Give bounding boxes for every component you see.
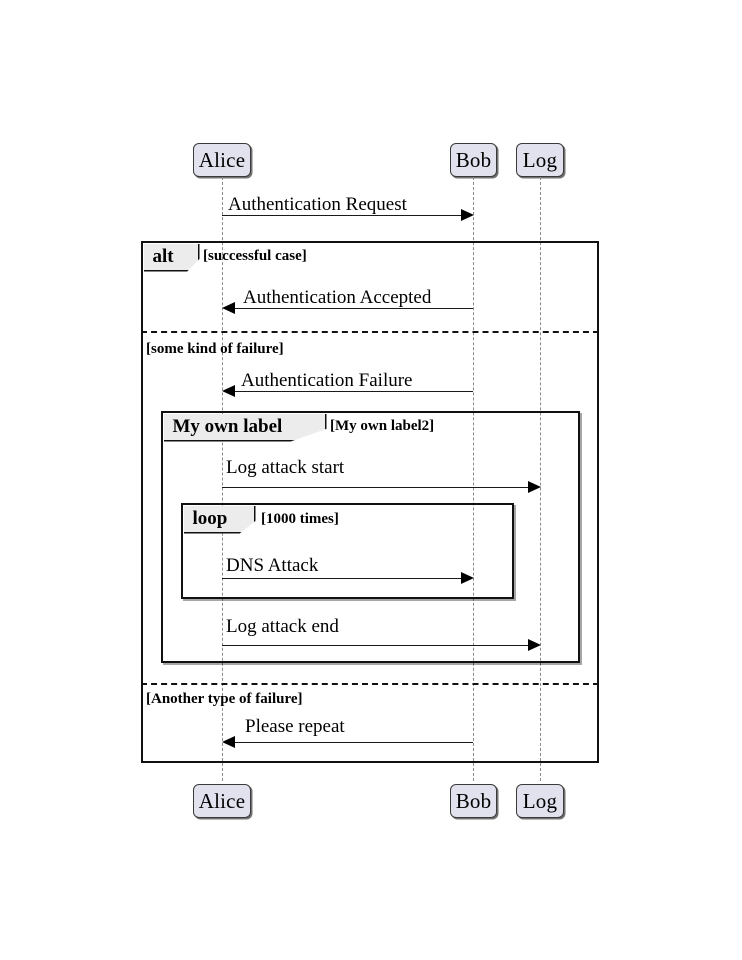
fragment-alt xyxy=(141,241,599,763)
fragment-loop-operator-tab: loop xyxy=(183,505,256,534)
fragment-loop-condition: [1000 times] xyxy=(261,511,339,527)
fragment-custom-condition: [My own label2] xyxy=(330,418,435,434)
fragment-alt-condition-1: [successful case] xyxy=(203,248,307,264)
lifeline-alice xyxy=(222,177,223,781)
message-line-log-attack-start xyxy=(222,487,528,488)
fragment-operator-label: loop xyxy=(192,508,228,529)
message-line-please-repeat xyxy=(235,742,473,743)
fragment-alt-condition-2: [some kind of failure] xyxy=(146,341,284,357)
arrowhead-right-icon xyxy=(461,208,474,221)
participant-bob-top[interactable]: Bob xyxy=(450,143,497,177)
participant-log-bottom[interactable]: Log xyxy=(516,784,564,818)
message-line-auth-failure xyxy=(235,391,473,392)
participant-label: Bob xyxy=(455,788,492,813)
arrowhead-right-icon xyxy=(461,571,474,584)
participant-label: Alice xyxy=(198,788,246,813)
fragment-alt-divider-2 xyxy=(141,683,599,685)
arrowhead-right-icon xyxy=(528,638,541,651)
arrowhead-left-icon xyxy=(222,384,235,397)
participant-label: Log xyxy=(522,147,558,172)
fragment-operator-label: alt xyxy=(152,246,174,267)
fragment-loop xyxy=(181,503,514,599)
message-label-dns-attack: DNS Attack xyxy=(226,555,319,576)
fragment-alt-condition-3: [Another type of failure] xyxy=(146,691,303,707)
lifeline-log xyxy=(540,177,541,781)
fragment-custom-operator-tab: My own label xyxy=(163,413,327,442)
participant-bob-bottom[interactable]: Bob xyxy=(450,784,497,818)
participant-log-top[interactable]: Log xyxy=(516,143,564,177)
fragment-alt-divider-1 xyxy=(141,331,599,333)
message-label-auth-request: Authentication Request xyxy=(228,194,407,215)
arrowhead-left-icon xyxy=(222,301,235,314)
message-label-auth-failure: Authentication Failure xyxy=(241,370,413,391)
participant-label: Alice xyxy=(198,147,246,172)
message-line-log-attack-end xyxy=(222,645,528,646)
message-line-dns-attack xyxy=(222,578,461,579)
fragment-custom xyxy=(161,411,580,663)
participant-alice-bottom[interactable]: Alice xyxy=(193,784,251,818)
message-label-auth-accepted: Authentication Accepted xyxy=(243,287,432,308)
message-line-auth-request xyxy=(222,215,461,216)
arrowhead-right-icon xyxy=(528,480,541,493)
fragment-alt-operator-tab: alt xyxy=(143,243,200,272)
message-line-auth-accepted xyxy=(235,308,473,309)
arrowhead-left-icon xyxy=(222,735,235,748)
participant-label: Bob xyxy=(455,147,492,172)
message-label-log-attack-start: Log attack start xyxy=(226,457,345,478)
message-label-log-attack-end: Log attack end xyxy=(226,616,339,637)
lifeline-bob xyxy=(473,177,474,781)
fragment-operator-label: My own label xyxy=(172,416,283,437)
participant-alice-top[interactable]: Alice xyxy=(193,143,251,177)
message-label-please-repeat: Please repeat xyxy=(245,716,345,737)
participant-label: Log xyxy=(522,788,558,813)
